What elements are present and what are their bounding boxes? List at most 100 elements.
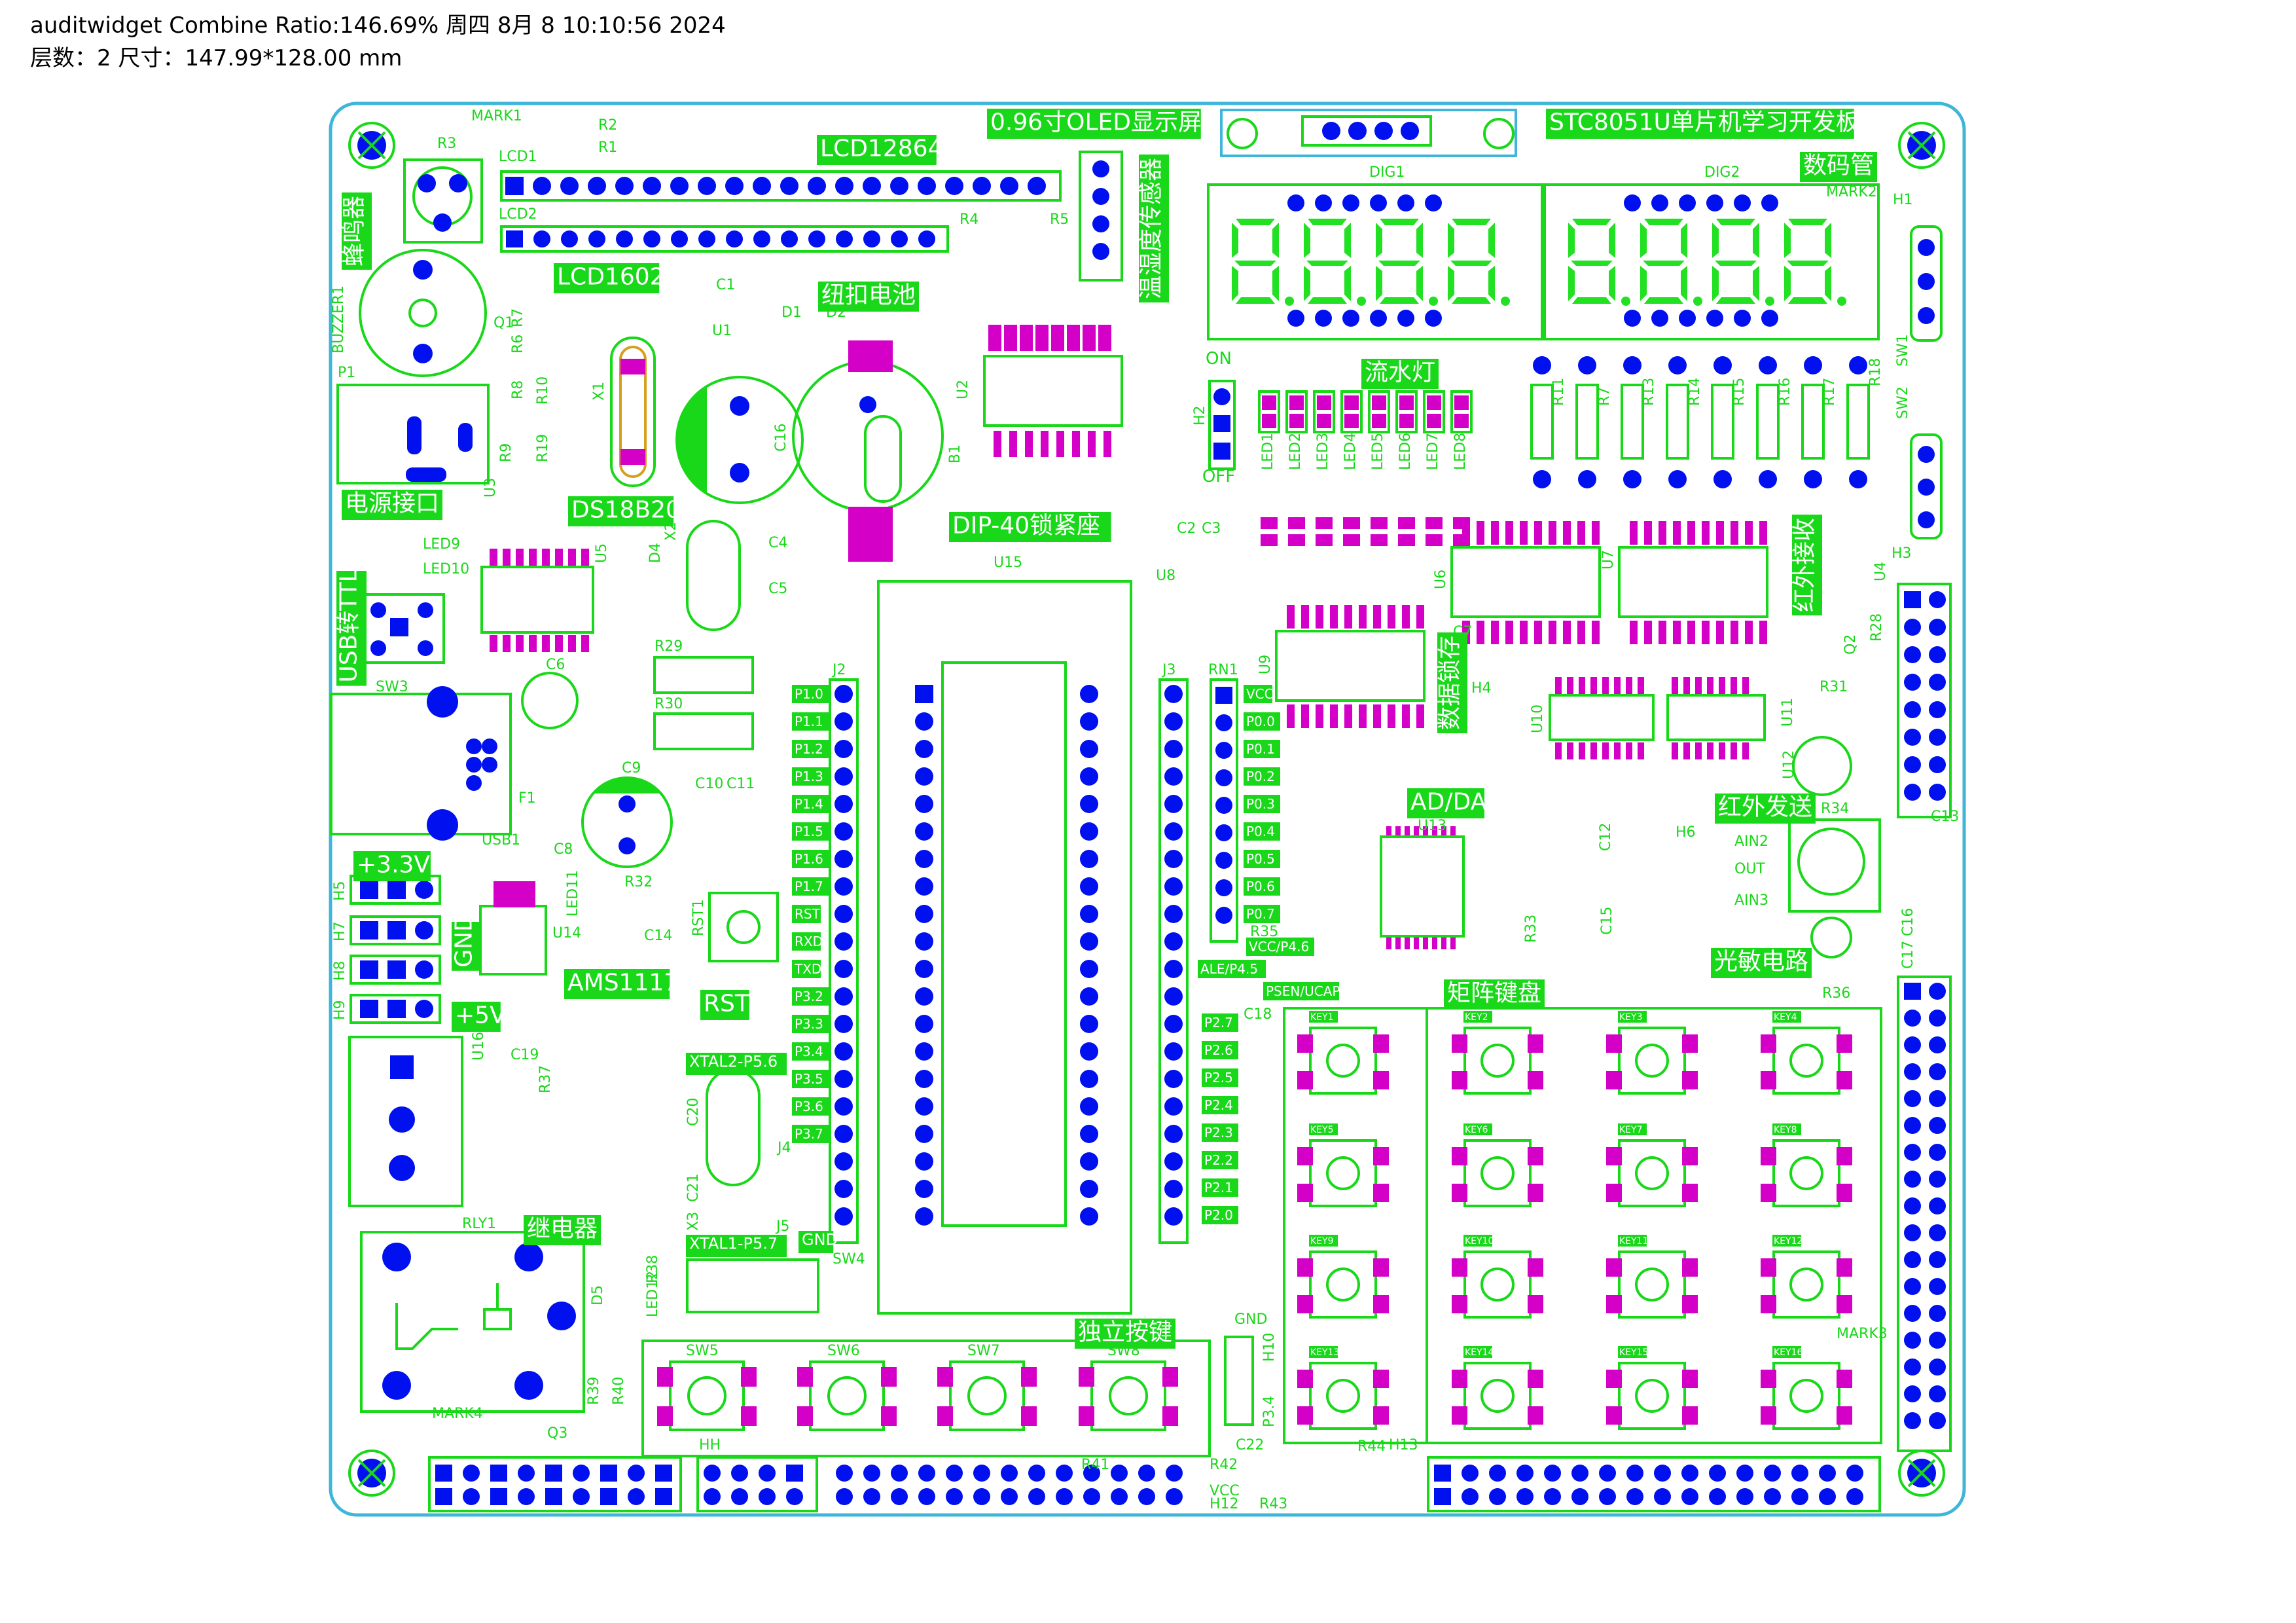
independent-keys[interactable] [657, 1360, 1178, 1431]
sw1-slide-switch[interactable] [1910, 225, 1943, 342]
ref-c16: C16 [773, 424, 789, 452]
matrix-key[interactable]: KEY2 [1452, 1011, 1543, 1095]
block-label-adda: AD/DA [1407, 788, 1487, 818]
pad [915, 1180, 933, 1198]
pad [915, 1125, 933, 1143]
ref-c1: C1 [716, 277, 735, 293]
ref-u13: U13 [1418, 818, 1446, 834]
matrix-key[interactable]: KEY9 [1297, 1235, 1389, 1319]
u2-ic [983, 355, 1123, 427]
pad [915, 822, 933, 841]
pin [1462, 521, 1470, 545]
ref-h1: H1 [1893, 192, 1913, 208]
sw2-slide-switch[interactable] [1910, 433, 1943, 539]
resistor-pad [1398, 517, 1415, 529]
matrix-key[interactable]: KEY15 [1606, 1346, 1698, 1430]
pin [1395, 938, 1401, 949]
j3-header [1158, 678, 1189, 1244]
pad [725, 177, 744, 195]
pad [1315, 310, 1332, 327]
matrix-key[interactable]: KEY3 [1606, 1011, 1698, 1095]
pad [834, 1180, 853, 1198]
matrix-key[interactable]: KEY10 [1452, 1235, 1543, 1319]
pin [1759, 521, 1767, 545]
matrix-key[interactable]: KEY11 [1606, 1235, 1698, 1319]
c9-polarity [593, 777, 661, 793]
led-pad [1372, 395, 1386, 410]
rst-button-body[interactable] [708, 892, 779, 962]
pin [1520, 521, 1528, 545]
svg-text:RST: RST [704, 990, 750, 1017]
pad [1164, 1070, 1183, 1088]
pad [1287, 194, 1304, 211]
block-label-flow: 流水灯 [1361, 359, 1439, 389]
pad [1904, 1332, 1921, 1349]
matrix-key[interactable]: KEY1 [1297, 1011, 1389, 1095]
pad [1533, 356, 1551, 374]
svg-text:KEY13: KEY13 [1310, 1347, 1339, 1358]
ref-c15: C15 [1599, 907, 1615, 935]
u5-ic [480, 566, 594, 634]
pin [1592, 621, 1600, 644]
pin [1316, 605, 1323, 629]
key-sw5[interactable] [657, 1360, 757, 1431]
pad [1651, 194, 1668, 211]
pad [387, 960, 406, 979]
pad [915, 850, 933, 868]
led-pad [1399, 395, 1414, 410]
key-sw6[interactable] [797, 1360, 897, 1431]
pin [1745, 521, 1753, 545]
resistor-pad [1288, 534, 1305, 546]
pin [1330, 704, 1338, 728]
led-pad [1399, 414, 1414, 428]
relay-body [360, 1231, 585, 1413]
key-sw7[interactable] [937, 1360, 1037, 1431]
ref-r35: R35 [1250, 924, 1278, 940]
rst-button-icon[interactable] [726, 910, 761, 944]
independent-keys-frame [641, 1340, 1211, 1457]
pin [1041, 431, 1049, 457]
key-sw8[interactable] [1079, 1360, 1178, 1431]
matrix-key[interactable]: KEY7 [1606, 1123, 1698, 1207]
ref-r4: R4 [960, 211, 978, 228]
matrix-key[interactable]: KEY5 [1297, 1123, 1389, 1207]
matrix-key[interactable]: KEY8 [1761, 1123, 1852, 1207]
j2-pin-label: RXD [792, 932, 823, 951]
svg-text:+5V: +5V [455, 1002, 506, 1029]
bottom-header-1 [428, 1456, 682, 1512]
svg-text:KEY14: KEY14 [1465, 1347, 1494, 1358]
matrix-key[interactable]: KEY6 [1452, 1123, 1543, 1207]
matrix-key[interactable]: KEY4 [1761, 1011, 1852, 1095]
ref-c13: C13 [1931, 809, 1959, 825]
ref-q1: Q1 [493, 315, 514, 331]
pin [994, 431, 1001, 457]
ref-buzzer1: BUZZER1 [331, 285, 347, 354]
rn1-pin-label: P0.0 [1244, 712, 1280, 731]
matrix-key[interactable]: KEY14 [1452, 1346, 1543, 1430]
matrix-key[interactable]: KEY16 [1761, 1346, 1852, 1430]
ref-led4: LED4 [1342, 433, 1359, 470]
matrix-key-label: KEY15 [1618, 1346, 1648, 1358]
sw4-switch[interactable] [686, 1258, 819, 1313]
pad [1764, 1488, 1781, 1505]
j2-pin-label: P3.3 [792, 1015, 829, 1033]
pad [863, 1488, 880, 1505]
pad [1164, 685, 1183, 703]
pad [1166, 1465, 1183, 1482]
pad [1929, 784, 1946, 801]
pad [518, 1488, 535, 1505]
ref-rly1: RLY1 [462, 1216, 496, 1232]
pin [1534, 521, 1542, 545]
p2-pin-label: P2.6 [1202, 1041, 1238, 1059]
pad [1679, 310, 1696, 327]
c16-polarity [675, 386, 707, 495]
pad [1215, 769, 1232, 786]
pin [1731, 677, 1737, 694]
matrix-key[interactable]: KEY12 [1761, 1235, 1852, 1319]
block-label-xtal1: XTAL1-P5.7 [686, 1235, 787, 1257]
matrix-key-label: KEY14 [1463, 1346, 1494, 1358]
pad [360, 921, 378, 939]
matrix-key[interactable]: KEY13 [1297, 1346, 1389, 1430]
